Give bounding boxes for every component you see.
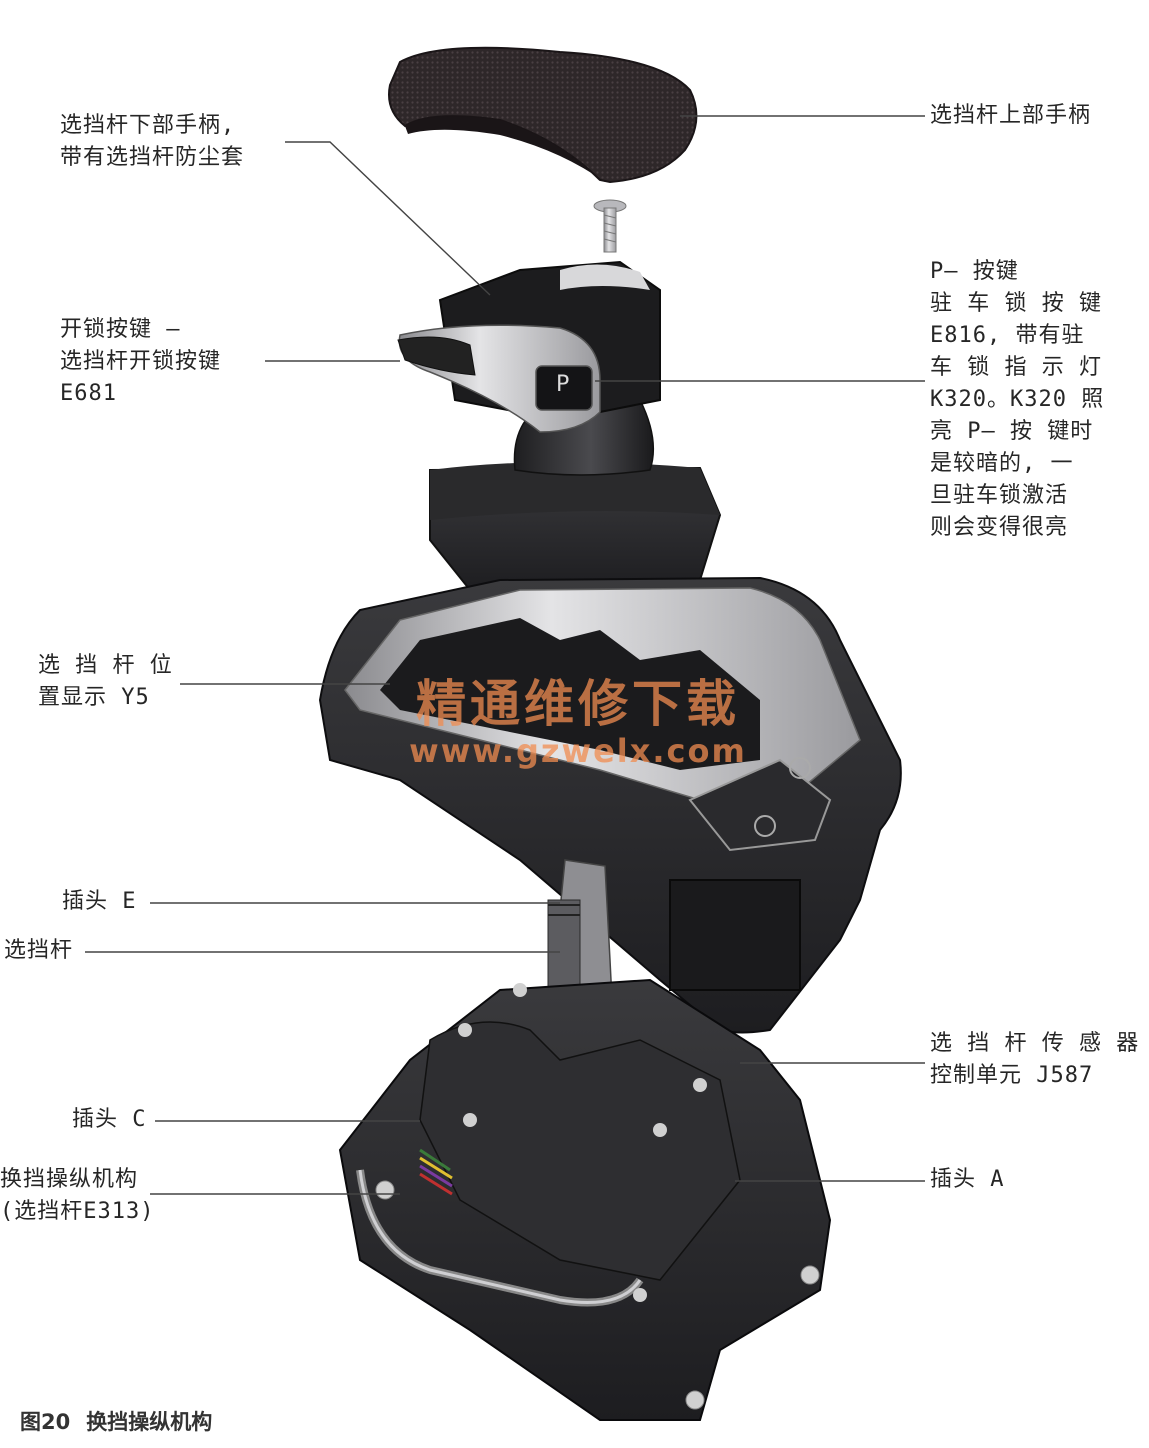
leader-lines — [85, 115, 925, 1195]
label-sensor-unit: 选 挡 杆 传 感 器 控制单元 J587 — [930, 1031, 1140, 1088]
base-housing — [338, 978, 832, 1421]
label-position-display: 选 挡 杆 位 置显示 Y5 — [38, 653, 173, 710]
p-key-letter: P — [556, 372, 570, 397]
lower-knob — [397, 260, 722, 594]
label-connector-c: 插头 C — [72, 1107, 147, 1132]
label-shift-mechanism: 换挡操纵机构 (选挡杆E313) — [0, 1167, 155, 1224]
upper-knob — [388, 46, 698, 184]
figure-title: 换挡操纵机构 — [86, 1410, 213, 1434]
label-unlock-button: 开锁按键 – 选挡杆开锁按键 E681 — [60, 317, 222, 406]
screw — [593, 199, 627, 253]
label-upper-knob: 选挡杆上部手柄 — [930, 103, 1092, 128]
watermark: 精通维修下载 www.gzwelx.com — [398, 675, 758, 769]
watermark-text: 精通维修下载 — [416, 675, 740, 733]
wires — [419, 1148, 453, 1196]
figure-number: 图20 — [20, 1410, 71, 1434]
figure-caption: 图20 换挡操纵机构 — [20, 1406, 212, 1436]
label-connector-a: 插头 A — [930, 1167, 1005, 1192]
watermark-url: www.gzwelx.com — [409, 732, 747, 770]
label-p-button: P– 按键 驻 车 锁 按 键 E816, 带有驻 车 锁 指 示 灯 K320… — [930, 259, 1105, 540]
label-lower-knob: 选挡杆下部手柄, 带有选挡杆防尘套 — [60, 113, 245, 170]
display-cover — [318, 576, 902, 1034]
label-selector-lever: 选挡杆 — [4, 938, 74, 963]
label-connector-e: 插头 E — [62, 889, 137, 914]
